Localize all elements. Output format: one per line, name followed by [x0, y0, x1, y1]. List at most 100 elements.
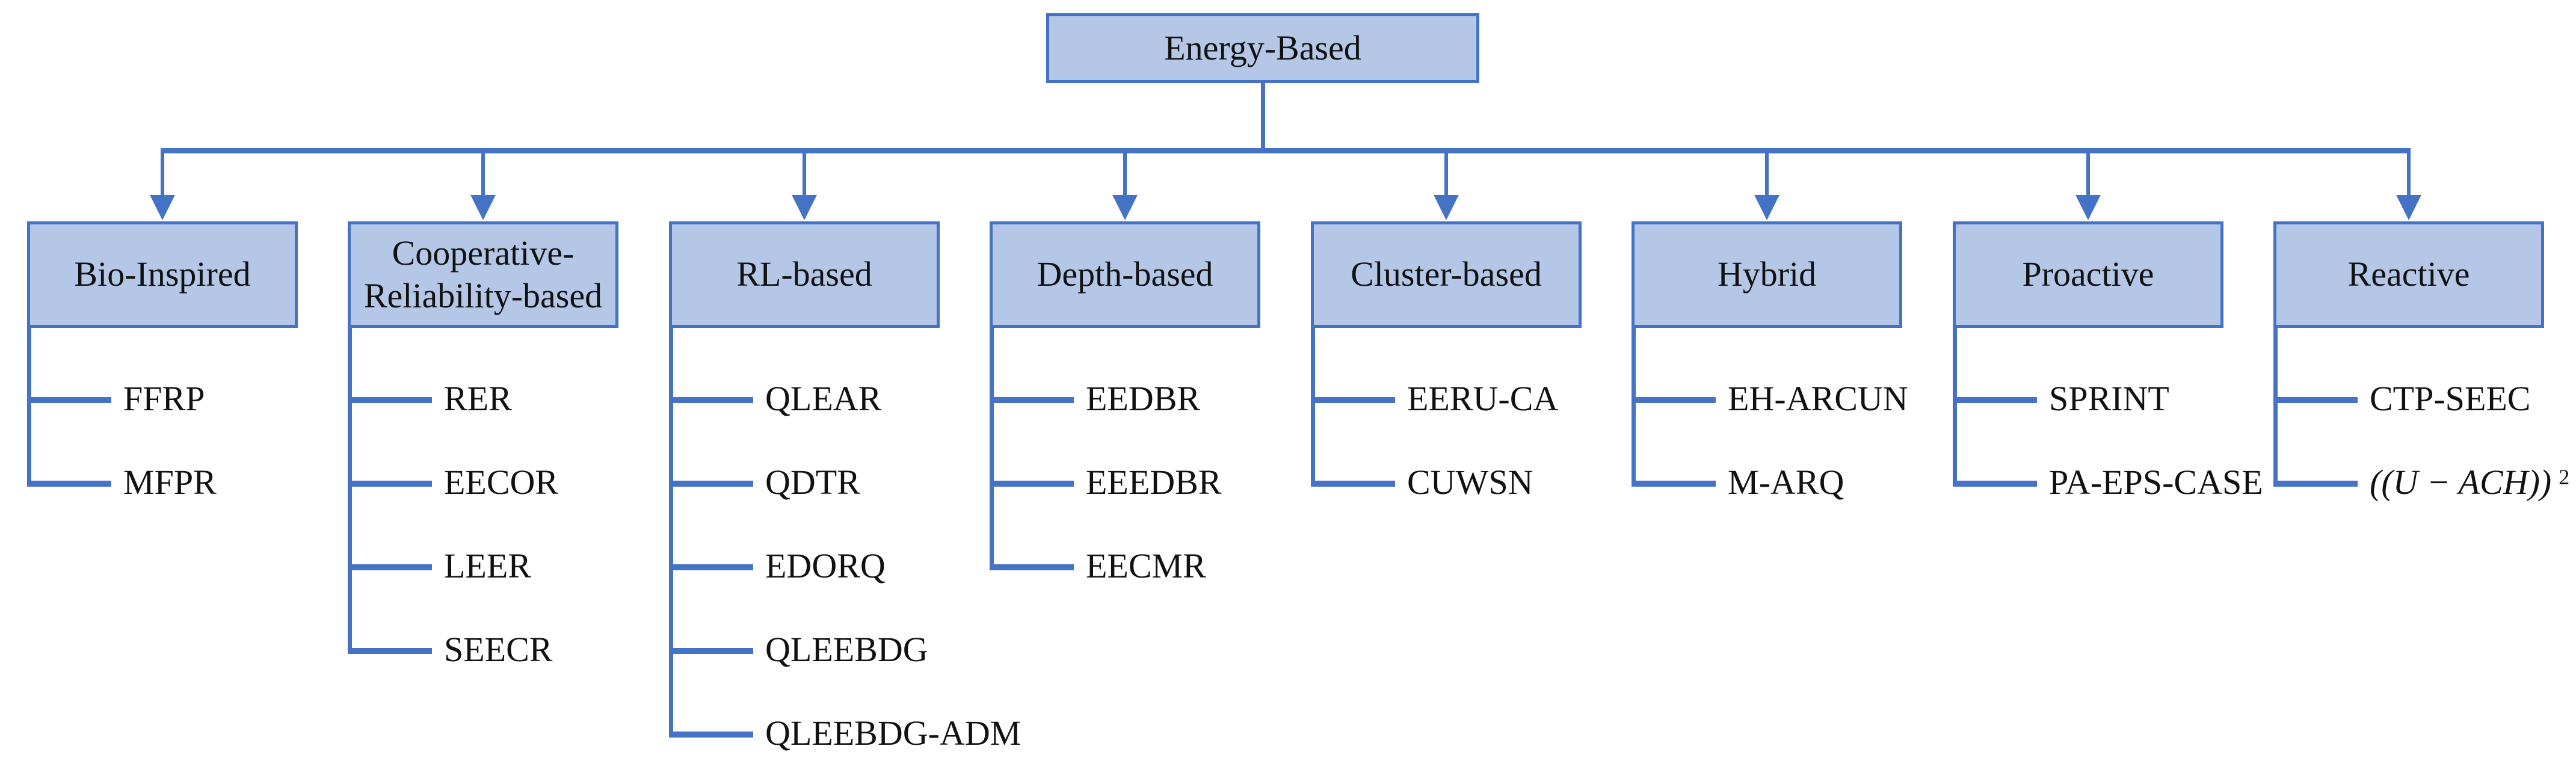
- item-label-text: RER: [444, 378, 512, 418]
- item-tick-line: [1632, 481, 1716, 487]
- item-tick-line: [1311, 481, 1395, 487]
- item-label: EDORQ: [765, 546, 886, 586]
- arrow-down-icon: [1112, 195, 1138, 220]
- arrow-down-icon: [2075, 195, 2101, 220]
- item-label-text: EECOR: [444, 462, 559, 502]
- item-label: FFRP: [123, 378, 205, 419]
- item-label-superscript: 2: [2559, 464, 2570, 489]
- item-connector-line: [669, 327, 673, 738]
- item-connector-line: [348, 327, 352, 654]
- arrow-stem: [1765, 152, 1769, 197]
- category-box-cooperative-reliability-based: Cooperative-Reliability-based: [348, 221, 618, 328]
- arrow-stem: [2086, 152, 2090, 197]
- item-label: ((U − ACH))2: [2370, 462, 2569, 502]
- category-label: Reliability-based: [363, 276, 603, 315]
- arrow-stem: [1444, 152, 1448, 197]
- item-label: QDTR: [765, 462, 860, 502]
- item-label-text: QDTR: [765, 462, 860, 502]
- item-tick-line: [2273, 397, 2358, 403]
- item-tick-line: [348, 564, 432, 570]
- item-label: EH-ARCUN: [1728, 378, 1908, 419]
- category-box-proactive: Proactive: [1953, 221, 2223, 328]
- item-label: QLEEBDG-ADM: [765, 713, 1021, 753]
- category-label: Cluster-based: [1351, 254, 1542, 294]
- item-label-text: QLEEBDG: [765, 629, 928, 669]
- item-label-text: M-ARQ: [1728, 462, 1844, 502]
- item-label-text: SPRINT: [2049, 378, 2169, 418]
- item-label: LEER: [444, 546, 531, 586]
- arrow-stem: [161, 152, 164, 197]
- item-label: RER: [444, 378, 512, 419]
- category-box-bio-inspired: Bio-Inspired: [27, 221, 298, 328]
- item-label: MFPR: [123, 462, 217, 502]
- root-node-energy-based: Energy-Based: [1046, 13, 1479, 83]
- item-label-text: MFPR: [123, 462, 217, 502]
- item-label: EEEDBR: [1086, 462, 1222, 502]
- item-label-text: LEER: [444, 546, 531, 585]
- item-tick-line: [669, 481, 753, 487]
- item-label: EERU-CA: [1407, 378, 1558, 419]
- item-label-text: EH-ARCUN: [1728, 378, 1908, 418]
- item-label: QLEEBDG: [765, 629, 928, 670]
- item-tick-line: [669, 648, 753, 654]
- item-label: EEDBR: [1086, 378, 1200, 419]
- arrow-stem: [803, 152, 806, 197]
- item-label: PA-EPS-CASE: [2049, 462, 2263, 502]
- category-label: Hybrid: [1717, 254, 1817, 294]
- item-label-text: PA-EPS-CASE: [2049, 462, 2263, 502]
- item-tick-line: [669, 732, 753, 738]
- item-connector-line: [990, 327, 994, 570]
- category-box-reactive: Reactive: [2273, 221, 2544, 328]
- item-connector-line: [2273, 327, 2278, 487]
- item-connector-line: [1953, 327, 1957, 487]
- item-label-text: EERU-CA: [1407, 378, 1559, 418]
- item-connector-line: [1311, 327, 1315, 487]
- item-connector-line: [27, 327, 31, 487]
- item-label-text: SEECR: [444, 629, 553, 669]
- category-label: Depth-based: [1037, 254, 1213, 294]
- arrow-down-icon: [150, 195, 175, 220]
- item-tick-line: [27, 481, 111, 487]
- item-label: CUWSN: [1407, 462, 1533, 502]
- category-label: Reactive: [2347, 254, 2470, 294]
- category-box-hybrid: Hybrid: [1632, 221, 1902, 328]
- item-label: M-ARQ: [1728, 462, 1844, 502]
- item-label-text: QLEEBDG-ADM: [765, 713, 1021, 753]
- item-tick-line: [990, 481, 1074, 487]
- item-label: SPRINT: [2049, 378, 2169, 419]
- item-tick-line: [348, 397, 432, 403]
- item-label: CTP-SEEC: [2370, 378, 2531, 419]
- category-box-cluster-based: Cluster-based: [1311, 221, 1582, 328]
- category-label: RL-based: [736, 254, 872, 294]
- arrow-stem: [2407, 152, 2411, 197]
- item-tick-line: [669, 564, 753, 570]
- category-box-depth-based: Depth-based: [990, 221, 1260, 328]
- trunk-connector-line: [1261, 82, 1265, 152]
- arrow-down-icon: [792, 195, 817, 220]
- category-box-rl-based: RL-based: [669, 221, 940, 328]
- item-label-text: EDORQ: [765, 546, 886, 585]
- item-tick-line: [2273, 481, 2358, 487]
- item-connector-line: [1632, 327, 1636, 487]
- item-label-text: EEEDBR: [1086, 462, 1222, 502]
- category-label: Proactive: [2022, 254, 2154, 294]
- arrow-down-icon: [2396, 195, 2421, 220]
- item-label: EECMR: [1086, 546, 1206, 586]
- item-tick-line: [1311, 397, 1395, 403]
- item-tick-line: [990, 564, 1074, 570]
- item-tick-line: [27, 397, 111, 403]
- item-tick-line: [348, 648, 432, 654]
- arrow-down-icon: [1754, 195, 1779, 220]
- root-node-label: Energy-Based: [1164, 28, 1361, 67]
- item-tick-line: [669, 397, 753, 403]
- item-tick-line: [1953, 481, 2037, 487]
- item-label-text: QLEAR: [765, 378, 882, 418]
- item-label-text: EECMR: [1086, 546, 1206, 585]
- item-label-text: CUWSN: [1407, 462, 1533, 502]
- arrow-down-icon: [1434, 195, 1459, 220]
- item-label: SEECR: [444, 629, 553, 670]
- item-label: EECOR: [444, 462, 558, 502]
- arrow-stem: [481, 152, 485, 197]
- item-tick-line: [1632, 397, 1716, 403]
